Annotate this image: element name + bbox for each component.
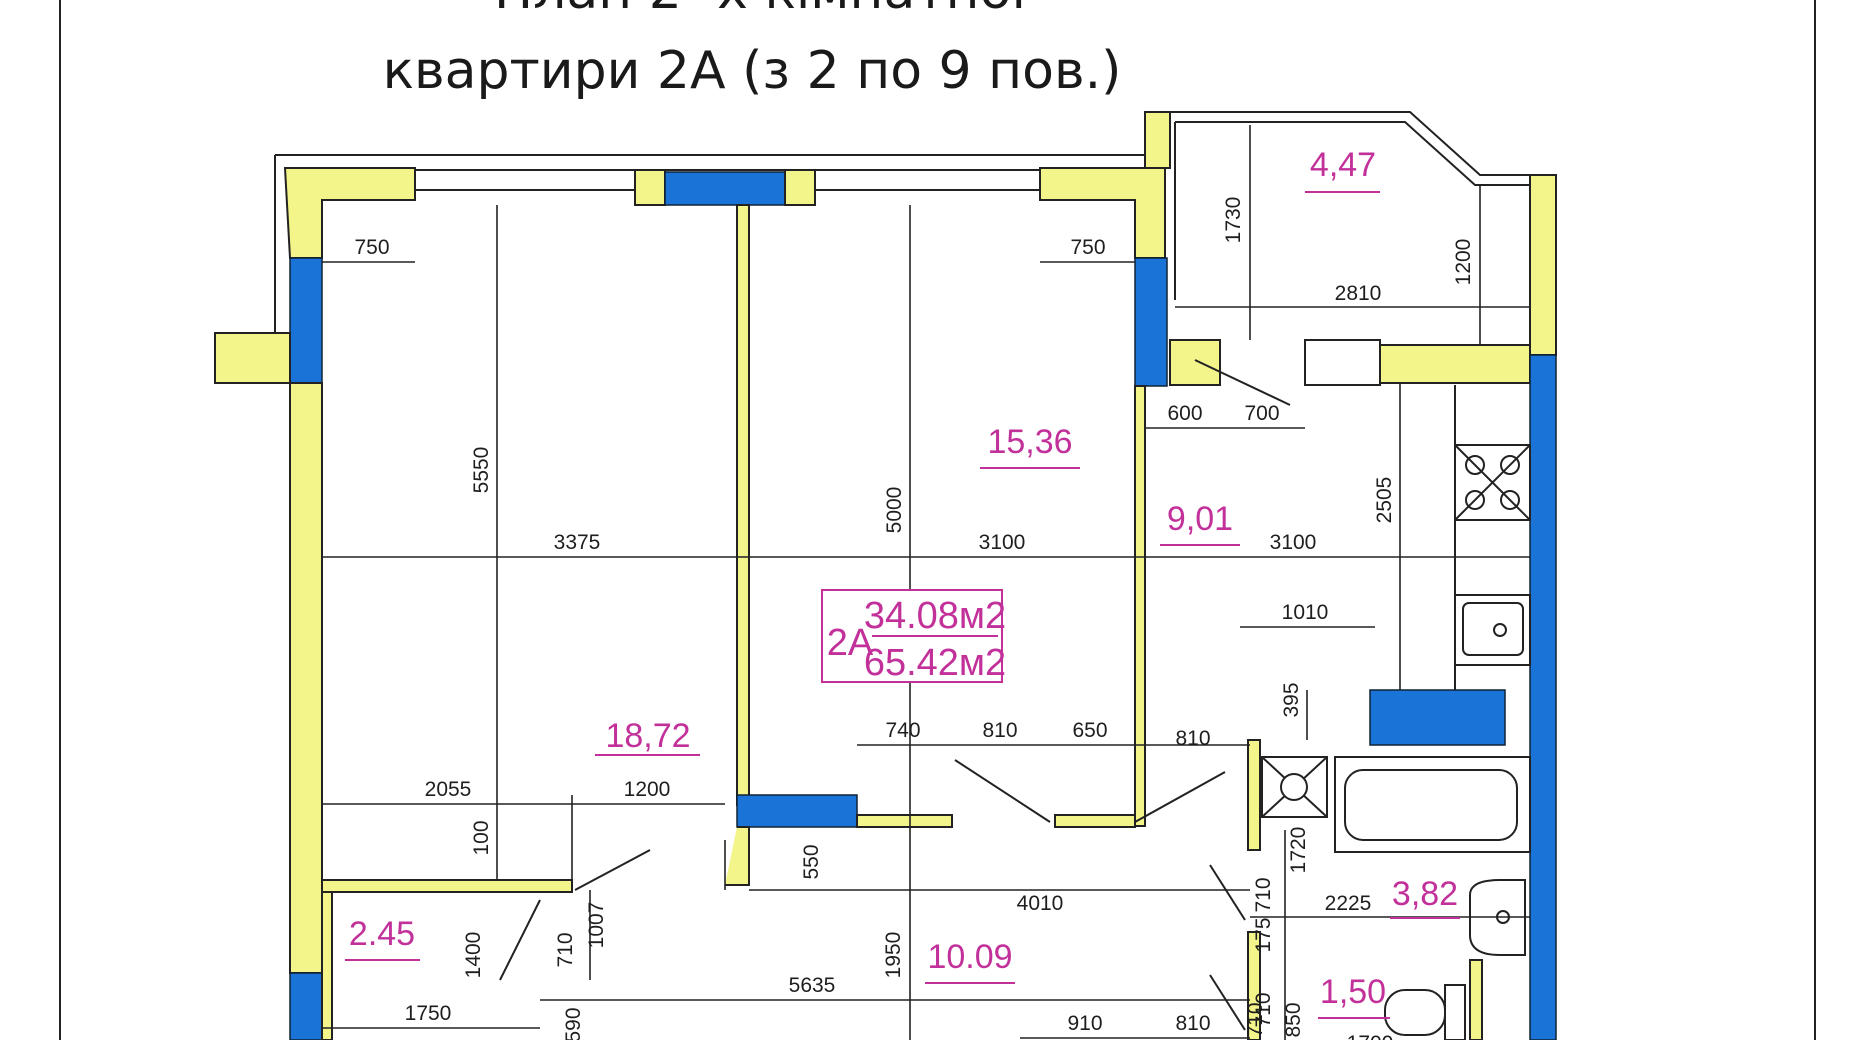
dim-1400: 1400 [462, 932, 485, 979]
dim-3100-right: 3100 [1270, 531, 1317, 554]
dim-5550: 5550 [470, 447, 493, 494]
dim-1750: 1750 [405, 1002, 452, 1025]
wall-pier-center-left [634, 169, 666, 206]
wall-bath-left [1247, 739, 1261, 851]
kitchen-sink-icon [1454, 594, 1531, 666]
door-swings [499, 359, 1291, 1031]
washing-machine-icon [1261, 756, 1328, 818]
vent-block-bath [1369, 689, 1506, 746]
window-center [664, 171, 786, 206]
area-balcony: 4,47 [1310, 146, 1376, 184]
dim-600: 600 [1167, 402, 1202, 425]
dim-175: 175 [1252, 917, 1275, 952]
badge-total-area: 65.42м2 [864, 642, 1006, 684]
area-wc: 1,50 [1320, 973, 1386, 1011]
stove-icon [1454, 444, 1531, 521]
area-kitchen: 9,01 [1167, 500, 1233, 538]
dim-750-right: 750 [1070, 236, 1105, 259]
window-right-bedroom [1134, 257, 1168, 387]
wall-wc-left [1247, 931, 1261, 1040]
dim-850: 850 [1282, 1002, 1305, 1037]
dim-650: 650 [1072, 719, 1107, 742]
area-hall: 10.09 [927, 938, 1012, 976]
dim-710-d: 710 [1244, 1002, 1267, 1037]
window-left-top [289, 257, 323, 384]
dim-2810: 2810 [1335, 282, 1382, 305]
balcony [1144, 111, 1557, 386]
area-bathroom: 3,82 [1392, 875, 1458, 913]
dim-4010: 4010 [1017, 892, 1064, 915]
dim-1200-hall: 1200 [624, 778, 671, 801]
dim-1010: 1010 [1282, 601, 1329, 624]
badge-code: 2А [827, 622, 874, 664]
wall-closet-left [321, 891, 333, 1040]
dimension-lines [322, 125, 1530, 1040]
dim-750-left: 750 [354, 236, 389, 259]
wall-kitchen-top [1379, 344, 1531, 384]
dim-1720: 1720 [1287, 827, 1310, 874]
toilet-icon [1384, 984, 1466, 1040]
dim-2055: 2055 [425, 778, 472, 801]
plan-title-line1: План 2- х кімнатної [494, 0, 1026, 21]
area-bedroom-left: 18,72 [605, 717, 690, 755]
wall-bedroom2-bottom-right [1054, 814, 1136, 828]
dim-1950: 1950 [882, 932, 905, 979]
dim-5000: 5000 [883, 487, 906, 534]
wall-left-stub [214, 332, 291, 384]
dim-3375: 3375 [554, 531, 601, 554]
vent-block-hall [736, 794, 858, 828]
apartment-badge: 2А 34.08м2 65.42м2 [821, 589, 1006, 684]
dim-810-a: 810 [982, 719, 1017, 742]
wall-hall-pier [725, 826, 750, 886]
wall-bedroom-partition [736, 204, 750, 806]
wall-pier-top-left [283, 167, 416, 259]
wall-closet-top [321, 879, 573, 893]
dim-1700: 1700 [1347, 1032, 1394, 1040]
dim-3100-mid: 3100 [979, 531, 1026, 554]
dim-810-c: 810 [1175, 1012, 1210, 1035]
window-left-bottom [289, 972, 323, 1040]
dim-1200-balcony: 1200 [1452, 239, 1475, 286]
bathtub-icon [1334, 756, 1531, 853]
dim-1007: 1007 [585, 902, 608, 949]
dim-1730: 1730 [1222, 197, 1245, 244]
dim-2225: 2225 [1325, 892, 1372, 915]
badge-living-area: 34.08м2 [864, 595, 1006, 637]
wall-bedroom2-bottom-left [856, 814, 953, 828]
dim-910: 910 [1067, 1012, 1102, 1035]
wall-wc-right [1469, 959, 1483, 1040]
dim-2505: 2505 [1373, 477, 1396, 524]
kitchen-door-frame [1304, 339, 1381, 386]
dim-550: 550 [800, 844, 823, 879]
dim-5635: 5635 [789, 974, 836, 997]
window-right-wall [1529, 354, 1557, 1040]
dim-740: 740 [885, 719, 920, 742]
wall-left-exterior [289, 382, 323, 974]
plan-title-line2: квартири 2А (з 2 по 9 пов.) [383, 41, 1122, 101]
dim-395: 395 [1280, 682, 1303, 717]
dim-710-c: 710 [1252, 992, 1275, 1027]
wall-pier-center-right [784, 169, 816, 206]
dim-710-a: 710 [1252, 877, 1275, 912]
dim-710-b: 710 [554, 932, 577, 967]
wall-bedroom-right [1134, 385, 1146, 827]
dim-100: 100 [470, 820, 493, 855]
area-closet: 2.45 [349, 915, 415, 953]
dim-590: 590 [562, 1007, 585, 1040]
dim-700: 700 [1244, 402, 1279, 425]
area-bedroom-right: 15,36 [987, 423, 1072, 461]
dim-810-b: 810 [1175, 727, 1210, 750]
